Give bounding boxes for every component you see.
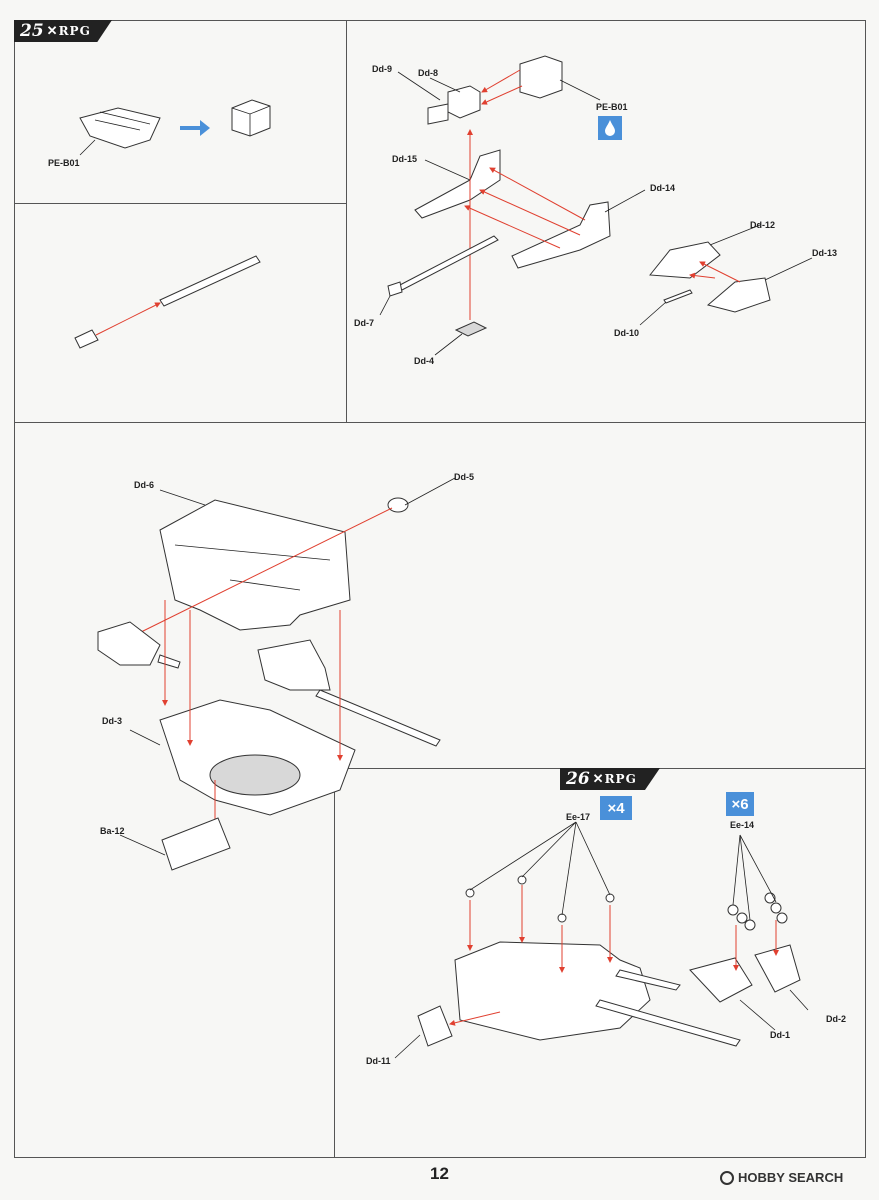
barrel-shaft-part [74,255,261,349]
dd-8-part [427,85,481,125]
label-dd-1: Dd-1 [770,1030,790,1040]
step-26-header: 26 ✕ RPG [560,768,660,790]
dd-2-part [754,944,801,993]
label-dd-14: Dd-14 [650,183,676,193]
label-dd-11: Dd-11 [366,1056,391,1066]
label-dd-13: Dd-13 [812,248,838,258]
label-dd-8: Dd-8 [418,68,438,78]
step-number: 26 [566,769,590,789]
label-dd-9: Dd-9 [372,64,392,74]
ba-12-part [161,817,231,871]
turret-assembly-part [454,941,741,1047]
step-number: 25 [20,21,44,41]
dd-13-part [706,277,771,313]
pe-b01-assembled-part [519,55,563,99]
label-ba-12: Ba-12 [100,826,125,836]
watermark-text: HOBBY SEARCH [738,1170,844,1185]
label-dd-15: Dd-15 [392,154,418,164]
step-brand: RPG [58,24,91,38]
step-brand: RPG [604,772,637,786]
brand-x-mark: ✕ [592,771,604,786]
label-ee-17: Ee-17 [566,812,591,822]
label-dd-12: Dd-12 [750,220,776,230]
dd-11-part [417,1005,453,1047]
ee-17-quantity-badge: ×4 [600,796,632,820]
step-25-header: 25 ✕ RPG [14,20,112,42]
watermark: HOBBY SEARCH [720,1170,843,1185]
dd-14-part [511,201,611,269]
ee-14-quantity-badge: ×6 [726,792,754,816]
label-ee-14: Ee-14 [730,820,755,830]
pe-b01-folded-part [231,99,271,137]
label-dd-7: Dd-7 [354,318,374,328]
dd-10-part [663,289,693,304]
blue-arrow-icon [180,120,210,136]
label-pe-b01-left: PE-B01 [48,158,80,168]
glue-drop-icon [598,116,622,140]
page-number: 12 [430,1164,449,1183]
pe-b01-flat-part [79,107,161,149]
hobby-search-logo-icon [720,1170,734,1185]
label-dd-6: Dd-6 [134,480,154,490]
dd-1-part [689,957,753,1003]
label-dd-4: Dd-4 [414,356,434,366]
dd-7-part [387,235,499,297]
label-dd-10: Dd-10 [614,328,640,338]
dd-4-part [454,321,488,337]
gun-mount-part [97,621,441,747]
label-dd-5: Dd-5 [454,472,474,482]
dd-3-part [159,699,356,816]
label-dd-3: Dd-3 [102,716,122,726]
dd-12-part [649,241,721,279]
dd-5-part [387,497,409,513]
brand-x-mark: ✕ [46,23,58,38]
label-pe-b01-right: PE-B01 [596,102,628,112]
dd-15-part [414,149,501,219]
label-dd-2: Dd-2 [826,1014,846,1024]
dd-6-part [159,499,351,631]
